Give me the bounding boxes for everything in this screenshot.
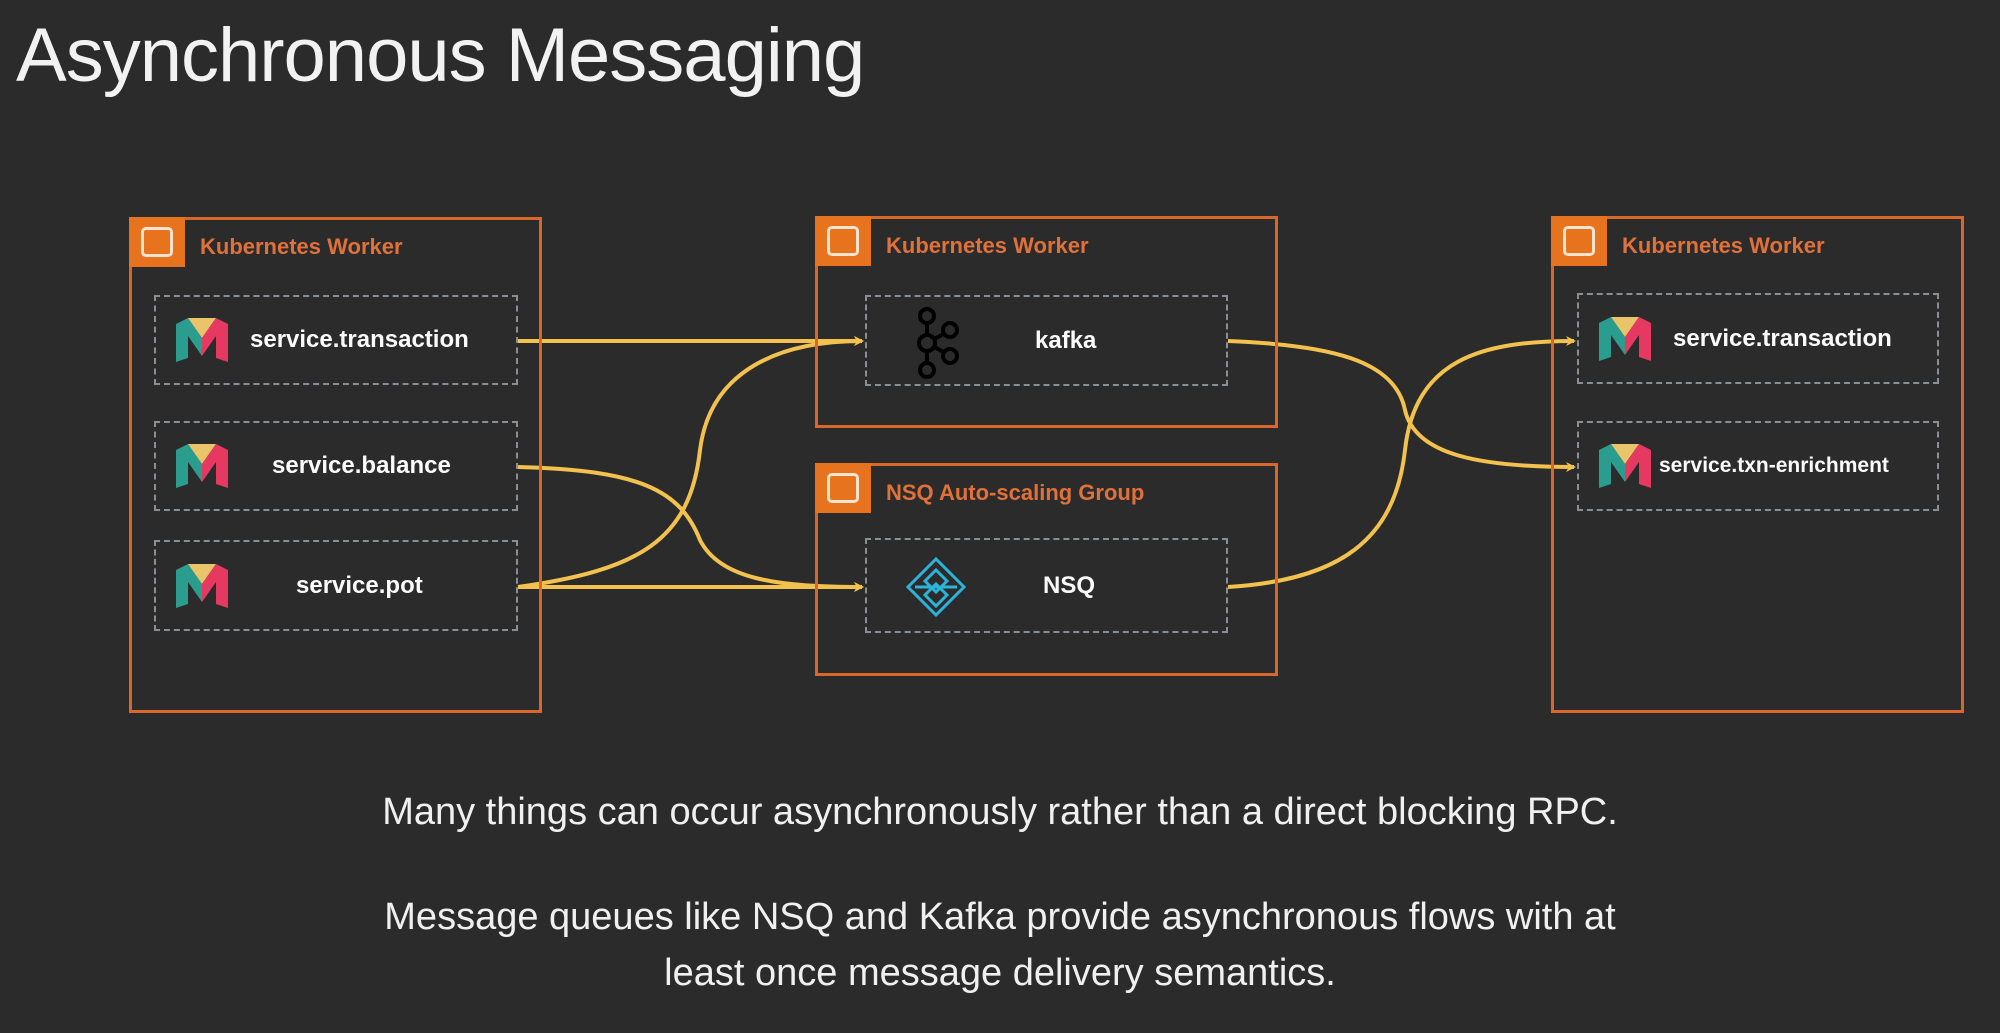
slide-title: Asynchronous Messaging <box>16 13 865 98</box>
monzo-logo-icon <box>1599 316 1651 361</box>
service-label: service.txn-enrichment <box>1659 454 1889 477</box>
caption-line-2: Message queues like NSQ and Kafka provid… <box>384 896 1616 938</box>
kafka-icon <box>917 307 959 379</box>
right-service-transaction-node[interactable]: service.transaction <box>1577 293 1939 384</box>
service-pot-node[interactable]: service.pot <box>154 540 518 631</box>
monzo-logo-icon <box>176 444 228 488</box>
chip-icon <box>815 216 871 266</box>
nsq-node[interactable]: NSQ <box>865 538 1228 633</box>
service-label: service.transaction <box>250 326 469 353</box>
caption-line-1: Many things can occur asynchronously rat… <box>382 791 1618 833</box>
monzo-logo-icon <box>176 318 228 362</box>
nsq-auto-scaling-group: NSQ Auto-scaling Group <box>815 463 1278 676</box>
service-label: service.transaction <box>1673 324 1892 352</box>
group-label: NSQ Auto-scaling Group <box>886 480 1145 505</box>
arrow-balance-to-nsq <box>517 465 864 592</box>
service-label: service.balance <box>272 452 451 479</box>
service-label: kafka <box>1035 326 1097 354</box>
chip-icon <box>129 217 185 267</box>
caption-line-3: least once message delivery semantics. <box>664 952 1336 994</box>
service-balance-node[interactable]: service.balance <box>154 421 518 511</box>
service-txn-enrichment-node[interactable]: service.txn-enrichment <box>1577 421 1939 511</box>
group-label: Kubernetes Worker <box>886 233 1089 258</box>
arrow-pot-to-kafka <box>517 336 864 589</box>
service-label: service.pot <box>296 571 423 599</box>
service-transaction-node[interactable]: service.transaction <box>154 295 518 385</box>
left-kubernetes-worker: Kubernetes Worker <box>129 217 542 713</box>
nsq-icon <box>905 556 967 618</box>
group-label: Kubernetes Worker <box>1622 233 1825 258</box>
kafka-node[interactable]: kafka <box>865 295 1228 386</box>
service-label: NSQ <box>1043 571 1096 599</box>
monzo-logo-icon <box>176 563 228 608</box>
arrow-kafka-to-enrichment <box>1227 339 1576 472</box>
kafka-kubernetes-worker: Kubernetes Worker <box>815 216 1278 428</box>
monzo-logo-icon <box>1599 444 1651 488</box>
right-kubernetes-worker: Kubernetes Worker <box>1551 216 1964 713</box>
arrow-nsq-to-transaction <box>1227 336 1576 589</box>
group-label: Kubernetes Worker <box>200 234 403 259</box>
chip-icon <box>815 463 871 513</box>
chip-icon <box>1551 216 1607 266</box>
